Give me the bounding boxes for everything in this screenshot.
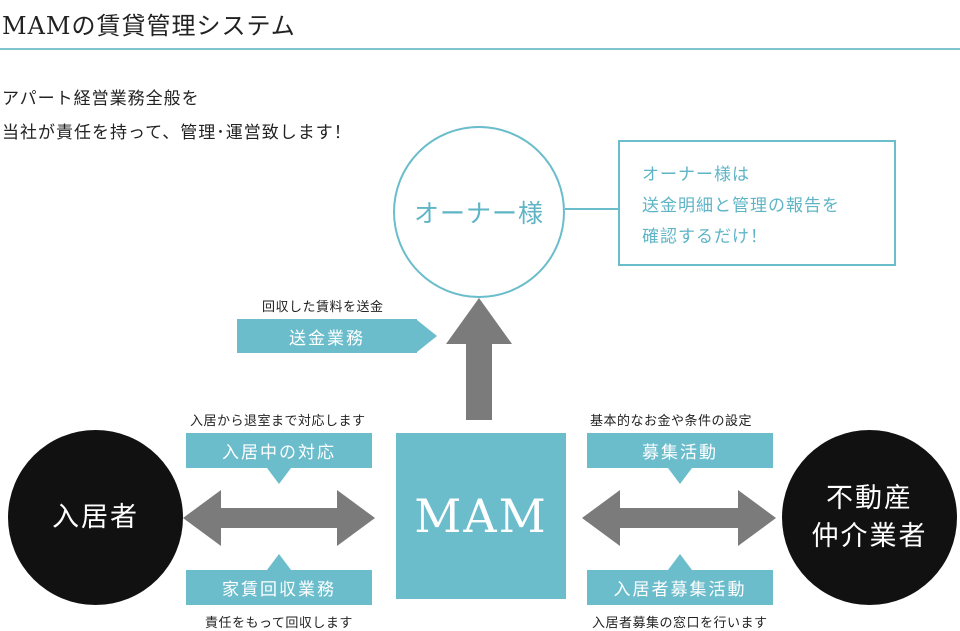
agency-bottom-label-text: 入居者募集活動 <box>613 580 747 600</box>
agency-label-line-2: 仲介業者 <box>811 520 928 552</box>
agency-double-arrow-icon <box>582 490 776 546</box>
tenant-label: 入居者 <box>52 501 139 533</box>
intro-line-1: アパート経営業務全般を <box>2 89 200 109</box>
agency-node: 不動産 仲介業者 <box>782 430 957 605</box>
remittance-caption: 回収した賃料を送金 <box>262 300 384 315</box>
agency-bottom-label: 入居者募集活動 <box>587 570 773 605</box>
title-divider <box>0 48 960 50</box>
intro-line-2: 当社が責任を持って、管理･運営致します！ <box>2 123 352 143</box>
tenant-top-label: 入居中の対応 <box>186 433 372 468</box>
tenant-bottom-caption: 責任をもって回収します <box>205 616 353 631</box>
agency-top-caption: 基本的なお金や条件の設定 <box>590 414 753 429</box>
tenant-top-pointer-icon <box>267 468 291 484</box>
mam-node: MAM <box>396 433 566 599</box>
owner-node: オーナー様 <box>393 126 565 298</box>
mam-label: MAM <box>414 489 548 543</box>
remittance-label: 送金業務 <box>237 319 417 353</box>
tenant-top-caption: 入居から退室まで対応します <box>190 414 366 429</box>
owner-note-box: オーナー様は 送金明細と管理の報告を 確認するだけ！ <box>618 140 896 266</box>
owner-label: オーナー様 <box>413 199 544 228</box>
owner-note-line-2: 送金明細と管理の報告を <box>642 196 840 216</box>
agency-bottom-pointer-icon <box>668 554 692 570</box>
owner-note-line-3: 確認するだけ！ <box>642 227 768 247</box>
agency-top-pointer-icon <box>668 468 692 484</box>
agency-top-label-text: 募集活動 <box>642 443 718 463</box>
agency-label-line-1: 不動産 <box>826 482 913 514</box>
tenant-node: 入居者 <box>8 430 183 605</box>
tenant-bottom-label: 家賃回収業務 <box>186 570 372 605</box>
page-title: MAMの賃貸管理システム <box>2 12 296 40</box>
remittance-label-text: 送金業務 <box>289 328 365 349</box>
agency-top-label: 募集活動 <box>587 433 773 468</box>
owner-note-line-1: オーナー様は <box>642 165 750 185</box>
agency-bottom-caption: 入居者募集の窓口を行います <box>592 616 768 631</box>
remittance-pointer-icon <box>417 320 437 352</box>
tenant-bottom-label-text: 家賃回収業務 <box>222 580 336 600</box>
tenant-double-arrow-icon <box>183 490 375 546</box>
tenant-bottom-pointer-icon <box>267 554 291 570</box>
up-arrow-icon <box>446 298 512 420</box>
tenant-top-label-text: 入居中の対応 <box>222 443 336 463</box>
owner-note-connector <box>565 208 619 210</box>
